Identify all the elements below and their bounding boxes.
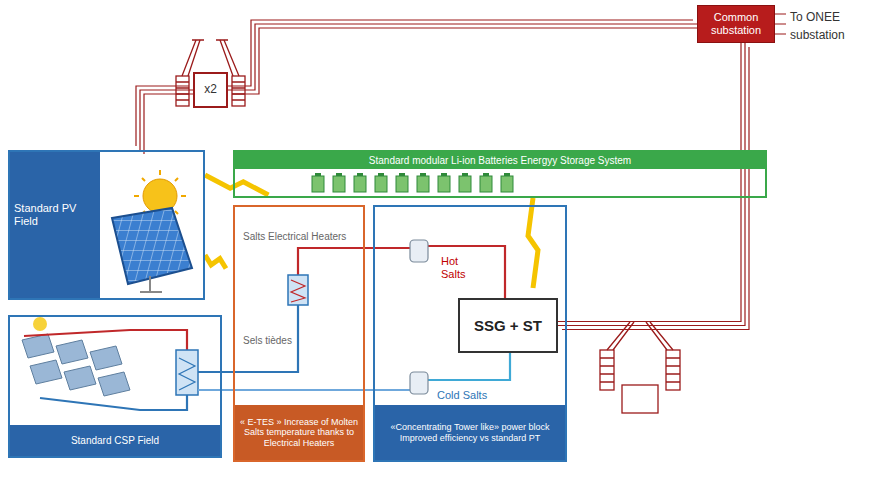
transformer-box: x2 [193,72,228,108]
battery-icons [483,173,489,176]
node-label: Hot Salts [441,255,483,280]
transformer-symbol [600,358,614,382]
node-label: Salts Electrical Heaters [243,231,359,243]
csp-field-box: Standard CSP Field [8,315,222,458]
heat-exchanger [179,358,195,390]
node-label: Standard modular Li-ion Batteries Energy… [235,152,765,169]
node-label: x2 [195,74,226,106]
node-label: «Concentrating Tower like» power block I… [375,405,565,460]
battery-storage-box: Standard modular Li-ion Batteries Energy… [233,150,767,198]
bolt-path [205,255,226,269]
battery-icons [336,173,342,176]
battery-icons [396,176,408,192]
transformer-symbol [192,39,228,40]
csp-sun [33,317,47,331]
transformer-symbol [600,322,680,413]
wire-path [136,86,197,154]
onee-wires [775,14,786,34]
csp-mirrors [64,366,96,390]
bolt-path [205,175,268,195]
transformer-symbol [622,385,658,413]
node-label: Sels tièdes [243,335,301,347]
node-label: Cold Salts [437,389,517,402]
battery-icons [357,173,363,176]
battery-icons [378,173,384,176]
battery-icons [354,176,366,192]
salt-tank [410,240,428,394]
battery-icons [441,173,447,176]
node-label: SSG + ST [460,300,556,351]
salt-pipes [428,353,510,380]
battery-icons [438,176,450,192]
heat-exchanger [176,350,198,395]
battery-icons [375,176,387,192]
transformer-symbol [666,358,680,382]
battery-icons [504,173,510,176]
power-block-box: Hot SaltsCold Salts «Concentrating Tower … [373,205,567,462]
battery-icons [399,173,405,176]
energy-bolt [205,255,233,273]
csp-loop [24,330,187,410]
node-label: Standard PV Field [14,202,96,227]
transformer-symbol [607,322,673,350]
etes-box: Salts Electrical HeatersSels tièdes « E-T… [233,205,365,462]
battery-icons [312,176,324,192]
battery-icons [462,173,468,176]
csp-mirrors [30,360,62,384]
wire-path [224,20,701,94]
transformer-symbol [666,350,680,390]
csp-mirrors [22,334,54,358]
electrical-heater [288,275,308,305]
transformer-symbol [182,40,239,76]
salt-pipes [298,248,410,275]
salt-pipes [428,246,505,298]
pv-field-box: Standard PV Field [8,150,205,300]
node-label: Standard CSP Field [10,425,220,456]
battery-icons [312,173,513,192]
csp-mirrors [56,340,88,364]
transformer-symbol [176,82,189,100]
battery-icons [333,176,345,192]
csp-loop [40,395,187,410]
csp-mirrors [90,346,122,370]
destination-label: To ONEE substation [790,8,872,44]
transformer-symbol [232,76,245,106]
node-label: Common substation [698,6,774,42]
csp-mirrors [98,372,130,396]
salt-tank [410,240,428,262]
substation-box: Common substation [697,5,775,43]
power-line [224,20,701,94]
battery-icons [315,173,321,176]
power-line [554,39,749,330]
electrical-heater [291,280,305,302]
node-label: « E-TES » Increase of Molten Salts tempe… [235,405,363,460]
transformer-symbol [176,76,189,106]
ssg-st-box: SSG + ST [458,298,558,353]
energy-bolt [528,198,538,298]
electrical-heater [288,275,308,305]
csp-loop [24,330,187,350]
csp-mirrors [22,334,130,396]
battery-icons [417,176,429,192]
salt-pipes [198,389,410,391]
salt-tank [410,372,428,394]
transformer-symbol [600,350,614,390]
battery-icons [420,173,426,176]
wire-path [554,39,749,330]
energy-bolt [205,175,278,198]
onee-wires [775,14,786,34]
battery-icons [459,176,471,192]
power-line [136,86,197,154]
heat-exchanger [176,350,198,395]
transformer-symbol [232,82,245,100]
battery-icons [480,176,492,192]
battery-icons [501,176,513,192]
bolt-path [528,198,538,288]
